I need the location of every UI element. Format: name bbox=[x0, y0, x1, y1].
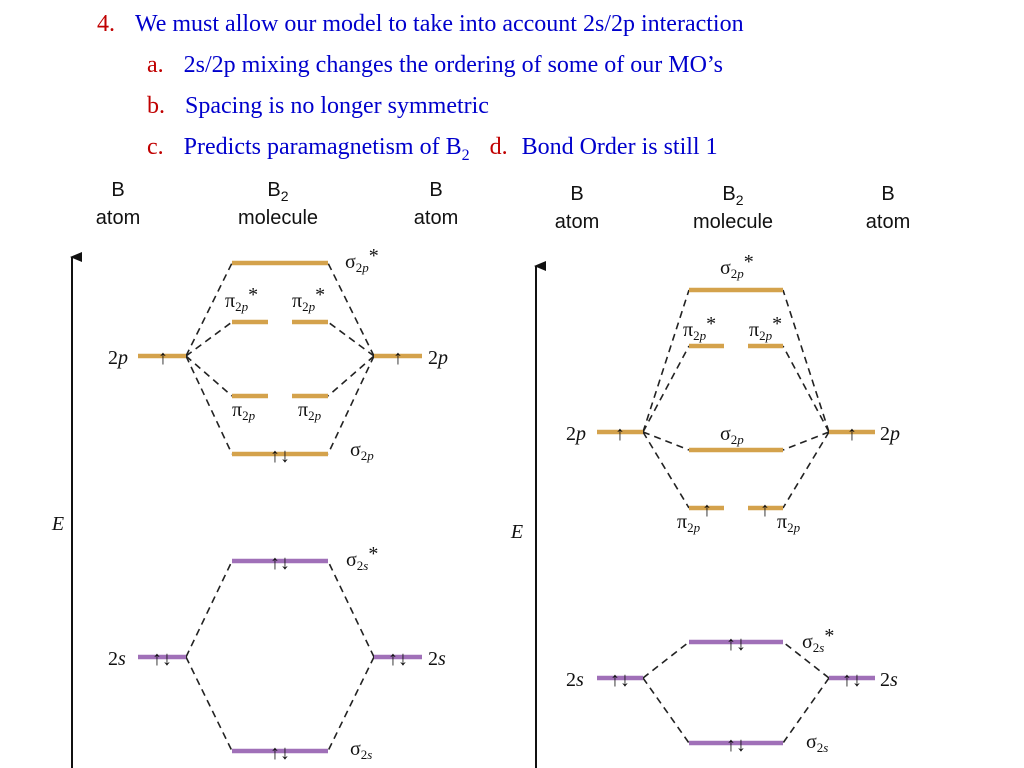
left-p-levels bbox=[138, 260, 422, 457]
mix-left-atom-header-top: B bbox=[570, 183, 583, 205]
mix-label-pi-2p-a: π2p bbox=[677, 511, 701, 535]
mix-electrons: ↑ ↑ ↑ ↑ ↑↓ ↑↓ ↑↓ ↑↓ bbox=[610, 423, 862, 756]
mix-label-left-2p: 2p bbox=[566, 423, 586, 445]
left-atom-header-bottom: atom bbox=[96, 207, 140, 229]
mix-p-levels bbox=[597, 287, 875, 511]
electrons-sigma-2s: ↑↓ bbox=[270, 742, 290, 764]
mix-right-atom-header-top: B bbox=[881, 183, 894, 205]
label-left-2p: 2p bbox=[108, 347, 128, 369]
electron-left-2p: ↑ bbox=[158, 347, 168, 369]
mix-electrons-right-2s: ↑↓ bbox=[842, 669, 862, 691]
electrons-sigma-2p: ↑↓ bbox=[270, 445, 290, 467]
label-pi-2p-star-b: π2p* bbox=[292, 284, 325, 314]
mix-molecule-header-top: B2 bbox=[722, 183, 743, 208]
mix-label-sigma-2s-star: σ2s* bbox=[802, 625, 834, 655]
mix-electrons-sigma-2s: ↑↓ bbox=[726, 734, 746, 756]
left-s-levels bbox=[138, 558, 422, 754]
label-pi-2p-star-a: π2p* bbox=[225, 284, 258, 314]
mix-label-sigma-2p: σ2p bbox=[720, 423, 744, 447]
mix-label-sigma-2s: σ2s bbox=[806, 731, 828, 755]
bullet-b-text: Spacing is no longer symmetric bbox=[185, 93, 489, 119]
bullet-4: 4. We must allow our model to take into … bbox=[97, 10, 744, 38]
left-diagram: B atom B2 molecule B atom E bbox=[51, 179, 458, 768]
bullet-d-letter: d. bbox=[489, 134, 508, 160]
mix-electron-pi-2p-a: ↑ bbox=[702, 499, 712, 521]
mix-label-right-2s: 2s bbox=[880, 669, 898, 691]
label-sigma-2p: σ2p bbox=[350, 439, 374, 463]
mix-molecule-symbol: B bbox=[722, 183, 735, 205]
mix-label-sigma-2p-star: σ2p* bbox=[720, 251, 754, 281]
electrons-sigma-2s-star: ↑↓ bbox=[270, 552, 290, 574]
left-atom-header-top: B bbox=[111, 179, 124, 201]
bullet-d-text: Bond Order is still 1 bbox=[521, 134, 718, 160]
label-sigma-2s: σ2s bbox=[350, 738, 372, 762]
label-pi-2p-b: π2p bbox=[298, 399, 322, 423]
bullet-a: a. 2s/2p mixing changes the ordering of … bbox=[147, 51, 723, 79]
electron-right-2p: ↑ bbox=[393, 347, 403, 369]
mix-molecule-subscript: 2 bbox=[736, 192, 744, 208]
bullet-c-subscript: 2 bbox=[461, 147, 470, 164]
mix-label-right-2p: 2p bbox=[880, 423, 900, 445]
bullet-c-letter: c. bbox=[147, 134, 164, 160]
mix-electron-right-2p: ↑ bbox=[847, 423, 857, 445]
left-molecule-symbol: B bbox=[267, 179, 280, 201]
bullet-c: c. Predicts paramagnetism of B2 d. Bond … bbox=[147, 133, 718, 170]
mix-electron-left-2p: ↑ bbox=[615, 423, 625, 445]
mix-electrons-left-2s: ↑↓ bbox=[610, 669, 630, 691]
label-right-2p: 2p bbox=[428, 347, 448, 369]
mix-right-atom-header-bottom: atom bbox=[866, 211, 910, 233]
bullet-a-text: 2s/2p mixing changes the ordering of som… bbox=[183, 52, 723, 78]
mix-label-pi-2p-star-a: π2p* bbox=[683, 313, 716, 343]
right-atom-header-bottom: atom bbox=[414, 207, 458, 229]
bullet-4-text: We must allow our model to take into acc… bbox=[135, 11, 744, 37]
bullet-b-letter: b. bbox=[147, 93, 165, 119]
bullet-4-number: 4. bbox=[97, 11, 115, 37]
left-molecule-header-top: B2 bbox=[267, 179, 288, 204]
mix-label-pi-2p-b: π2p bbox=[777, 511, 801, 535]
electrons-right-2s: ↑↓ bbox=[388, 648, 408, 670]
label-pi-2p-a: π2p bbox=[232, 399, 256, 423]
mix-connectors bbox=[642, 289, 830, 744]
label-sigma-2p-star: σ2p* bbox=[345, 245, 379, 275]
mix-electron-pi-2p-b: ↑ bbox=[760, 499, 770, 521]
left-molecule-subscript: 2 bbox=[281, 188, 289, 204]
electrons-left-2s: ↑↓ bbox=[152, 648, 172, 670]
mix-electrons-sigma-2s-star: ↑↓ bbox=[726, 633, 746, 655]
bullet-a-letter: a. bbox=[147, 52, 164, 78]
left-connectors bbox=[185, 262, 375, 752]
bullet-c-text: Predicts paramagnetism of B bbox=[183, 134, 462, 160]
label-left-2s: 2s bbox=[108, 648, 126, 670]
mix-molecule-header-bottom: molecule bbox=[693, 211, 773, 233]
left-molecule-header-bottom: molecule bbox=[238, 207, 318, 229]
label-right-2s: 2s bbox=[428, 648, 446, 670]
mix-label-pi-2p-star-b: π2p* bbox=[749, 313, 782, 343]
bullet-b: b. Spacing is no longer symmetric bbox=[147, 92, 489, 120]
mix-left-atom-header-bottom: atom bbox=[555, 211, 599, 233]
mix-label-left-2s: 2s bbox=[566, 669, 584, 691]
left-energy-label: E bbox=[51, 513, 64, 535]
right-atom-header-top: B bbox=[429, 179, 442, 201]
mix-s-levels bbox=[597, 639, 875, 746]
label-sigma-2s-star: σ2s* bbox=[346, 543, 378, 573]
left-electrons: ↑ ↑ ↑↓ ↑↓ ↑↓ ↑↓ ↑↓ bbox=[152, 347, 408, 764]
bullet-list: 4. We must allow our model to take into … bbox=[0, 0, 1024, 175]
right-energy-label: E bbox=[510, 521, 523, 543]
right-diagram: B atom B2 molecule B atom E bbox=[510, 183, 910, 768]
